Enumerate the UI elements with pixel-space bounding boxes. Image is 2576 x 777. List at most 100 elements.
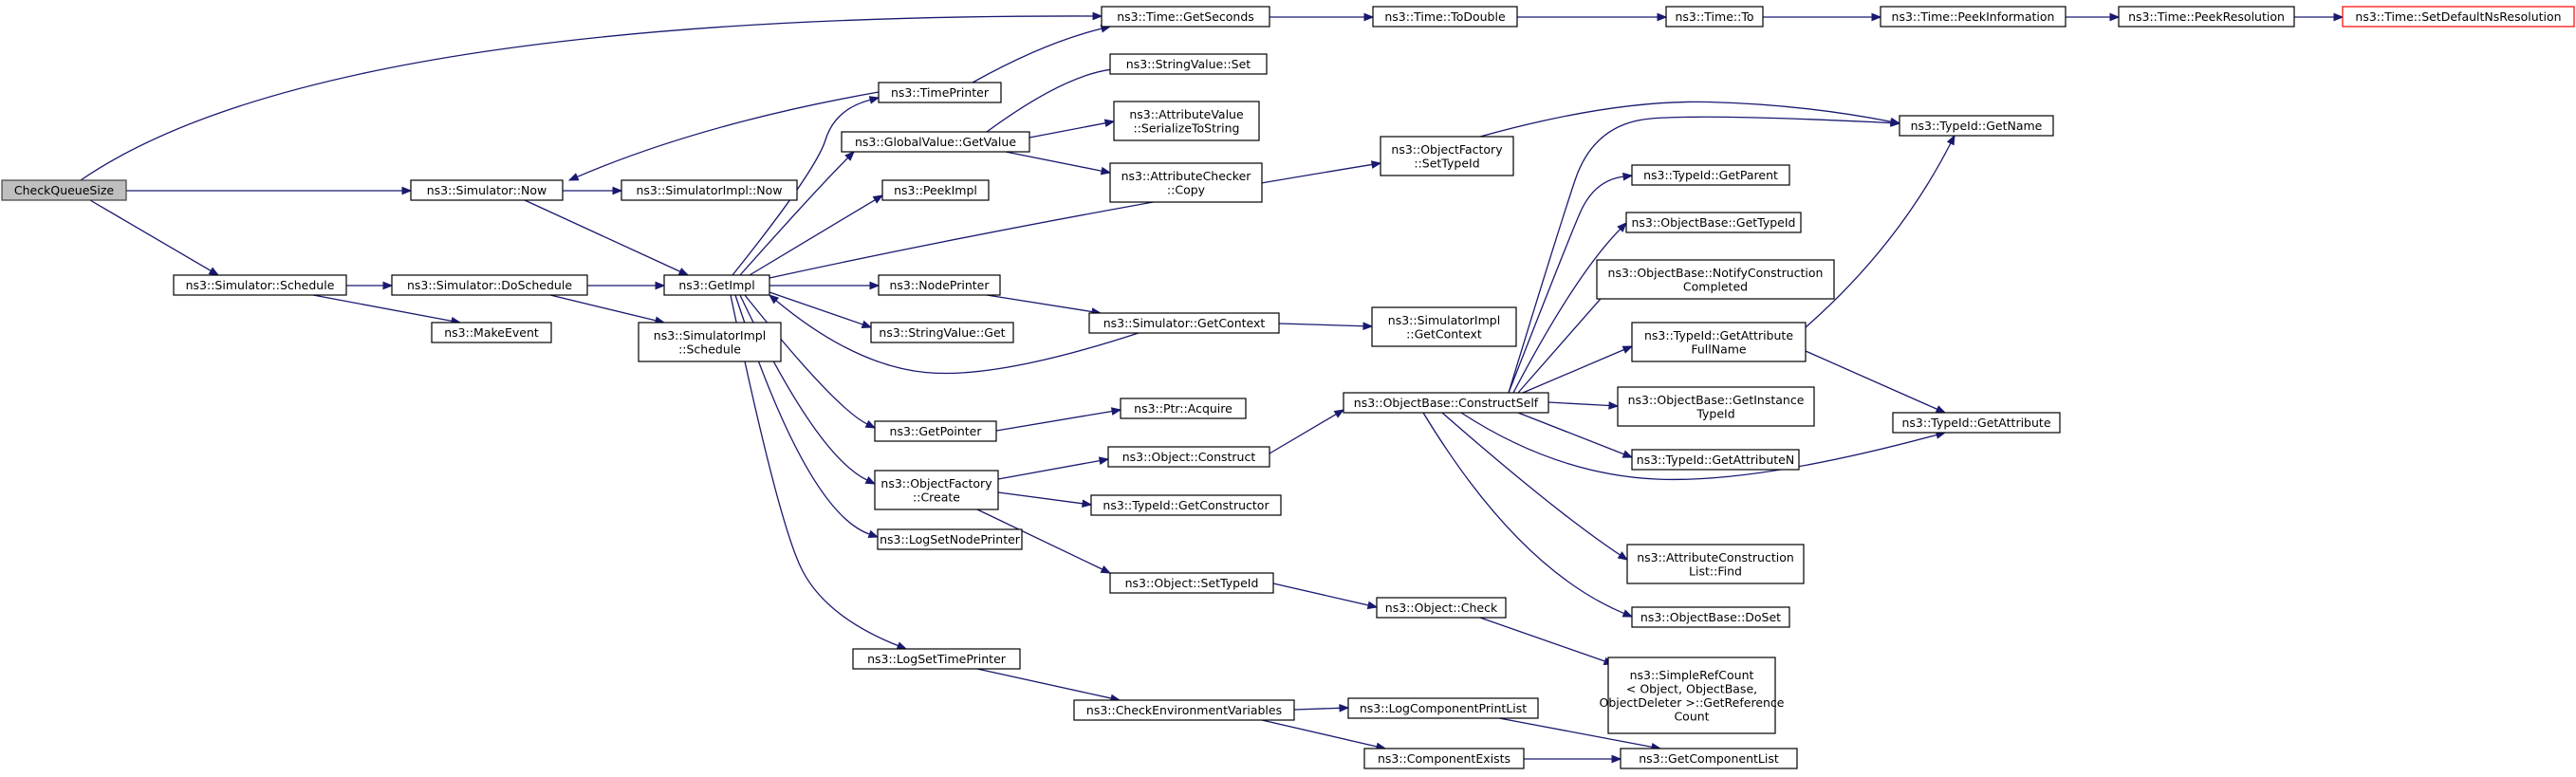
edge-globalvalue_getvalue-to-attributevalue_serializetostring bbox=[1029, 119, 1116, 139]
node-stringvalue-set[interactable]: ns3::StringValue::Set bbox=[1109, 53, 1268, 75]
node-label: TypeId bbox=[1696, 406, 1734, 420]
node-label: List::Find bbox=[1689, 564, 1742, 578]
node-label: ns3::Time::To bbox=[1676, 9, 1754, 24]
node-getcomponentlist[interactable]: ns3::GetComponentList bbox=[1620, 748, 1798, 769]
node-getimpl[interactable]: ns3::GetImpl bbox=[663, 274, 770, 296]
edge-checkqueuesize-to-simulator_now bbox=[126, 186, 413, 195]
node-makeevent[interactable]: ns3::MakeEvent bbox=[431, 322, 552, 343]
node-logsetnodeprinter[interactable]: ns3::LogSetNodePrinter bbox=[877, 528, 1023, 550]
node-label: ns3::ObjectBase::ConstructSelf bbox=[1354, 396, 1539, 410]
node-checkenvironmentvariables[interactable]: ns3::CheckEnvironmentVariables bbox=[1073, 699, 1295, 721]
node-attributechecker-copy[interactable]: ns3::AttributeChecker::Copy bbox=[1109, 162, 1263, 203]
edge-checkenvironmentvariables-to-logcomponentprintlist bbox=[1293, 703, 1350, 712]
node-label: ns3::MakeEvent bbox=[444, 325, 539, 340]
node-objectbase-gettypeid[interactable]: ns3::ObjectBase::GetTypeId bbox=[1625, 212, 1802, 233]
node-simulatorimpl-now[interactable]: ns3::SimulatorImpl::Now bbox=[621, 179, 798, 201]
node-label: ns3::Object::SetTypeId bbox=[1125, 576, 1259, 590]
edge-object_settypeid-to-object_check bbox=[1272, 583, 1379, 610]
edge-getimpl-to-nodeprinter bbox=[769, 281, 880, 290]
node-object-settypeid[interactable]: ns3::Object::SetTypeId bbox=[1109, 572, 1274, 594]
node-objectbase-doset[interactable]: ns3::ObjectBase::DoSet bbox=[1631, 606, 1790, 628]
node-label: ns3::TypeId::GetAttributeN bbox=[1637, 453, 1794, 467]
node-getpointer[interactable]: ns3::GetPointer bbox=[874, 420, 997, 442]
edge-getimpl-to-stringvalue_get bbox=[769, 291, 873, 328]
node-label: ns3::TypeId::GetName bbox=[1911, 119, 2043, 133]
node-nodeprinter[interactable]: ns3::NodePrinter bbox=[878, 274, 1001, 296]
node-simulatorimpl-schedule[interactable]: ns3::SimulatorImpl::Schedule bbox=[638, 322, 782, 362]
node-timeprinter[interactable]: ns3::TimePrinter bbox=[878, 82, 1002, 103]
node-time-todouble[interactable]: ns3::Time::ToDouble bbox=[1372, 6, 1518, 28]
node-ptr-acquire[interactable]: ns3::Ptr::Acquire bbox=[1120, 398, 1247, 419]
node-label: ns3::Time::SetDefaultNsResolution bbox=[2355, 9, 2561, 24]
node-label: ns3::TypeId::GetAttribute bbox=[1901, 416, 2050, 430]
edge-simulator_now-to-getimpl bbox=[524, 199, 690, 276]
node-typeid-getattribute[interactable]: ns3::TypeId::GetAttribute bbox=[1892, 412, 2061, 434]
node-time-to[interactable]: ns3::Time::To bbox=[1665, 6, 1764, 28]
node-simulatorimpl-getcontext[interactable]: ns3::SimulatorImpl::GetContext bbox=[1371, 306, 1517, 347]
node-label: ns3::Object::Check bbox=[1385, 601, 1498, 615]
node-globalvalue-getvalue[interactable]: ns3::GlobalValue::GetValue bbox=[841, 131, 1030, 153]
node-label: ns3::GlobalValue::GetValue bbox=[855, 135, 1016, 149]
node-logsettimeprinter[interactable]: ns3::LogSetTimePrinter bbox=[852, 648, 1021, 670]
node-label: CheckQueueSize bbox=[14, 183, 114, 197]
node-label: Count bbox=[1674, 709, 1709, 723]
node-label: ns3::ObjectBase::GetInstance bbox=[1628, 393, 1805, 407]
node-time-getseconds[interactable]: ns3::Time::GetSeconds bbox=[1101, 6, 1270, 28]
node-label: ns3::SimulatorImpl bbox=[654, 328, 766, 342]
node-objectbase-notifyconstructioncompleted[interactable]: ns3::ObjectBase::NotifyConstructionCompl… bbox=[1596, 259, 1835, 300]
node-label: ns3::LogSetNodePrinter bbox=[880, 532, 1021, 546]
node-simulator-doschedule[interactable]: ns3::Simulator::DoSchedule bbox=[391, 274, 588, 296]
node-label: ns3::PeekImpl bbox=[894, 183, 977, 197]
node-label: ::Schedule bbox=[678, 342, 741, 356]
node-simplerefcount-getreferencecount[interactable]: ns3::SimpleRefCount< Object, ObjectBase,… bbox=[1599, 657, 1785, 734]
node-componentexists[interactable]: ns3::ComponentExists bbox=[1363, 748, 1525, 769]
node-label: ns3::Time::PeekResolution bbox=[2128, 9, 2285, 24]
node-label: ns3::Time::ToDouble bbox=[1384, 9, 1506, 24]
node-peekimpl[interactable]: ns3::PeekImpl bbox=[881, 179, 990, 201]
edge-simulator_doschedule-to-simulatorimpl_schedule bbox=[549, 294, 666, 324]
node-label: ns3::TypeId::GetConstructor bbox=[1103, 498, 1269, 512]
node-stringvalue-get[interactable]: ns3::StringValue::Get bbox=[870, 322, 1014, 343]
node-label: ns3::GetImpl bbox=[678, 278, 754, 292]
node-label: ::GetContext bbox=[1406, 326, 1482, 341]
node-label: ns3::Simulator::Schedule bbox=[186, 278, 335, 292]
edge-checkqueuesize-to-simulator_schedule bbox=[89, 199, 220, 276]
edge-object_check-to-simplerefcount_getreferencecount bbox=[1479, 617, 1615, 665]
node-simulator-now[interactable]: ns3::Simulator::Now bbox=[410, 179, 564, 201]
node-objectbase-constructself[interactable]: ns3::ObjectBase::ConstructSelf bbox=[1343, 392, 1549, 414]
node-label: ns3::Ptr::Acquire bbox=[1134, 401, 1232, 416]
edge-timeprinter-to-simulator_now bbox=[567, 91, 880, 181]
node-object-construct[interactable]: ns3::Object::Construct bbox=[1107, 446, 1270, 468]
node-label: ns3::StringValue::Set bbox=[1126, 57, 1251, 71]
edge-objectbase_constructself-to-attributeconstructionlist_find bbox=[1441, 412, 1629, 561]
edge-objectfactory_create-to-object_construct bbox=[997, 456, 1110, 480]
node-objectfactory-settypeid[interactable]: ns3::ObjectFactory::SetTypeId bbox=[1380, 136, 1514, 176]
node-typeid-getparent[interactable]: ns3::TypeId::GetParent bbox=[1631, 164, 1790, 186]
node-label: ns3::AttributeValue bbox=[1129, 107, 1244, 121]
edge-simulator_getcontext-to-getimpl bbox=[768, 294, 1140, 375]
node-attributevalue-serializetostring[interactable]: ns3::AttributeValue::SerializeToString bbox=[1113, 101, 1260, 141]
edge-checkenvironmentvariables-to-componentexists bbox=[1261, 719, 1387, 751]
node-simulator-getcontext[interactable]: ns3::Simulator::GetContext bbox=[1088, 312, 1280, 334]
node-simulator-schedule[interactable]: ns3::Simulator::Schedule bbox=[173, 274, 347, 296]
node-typeid-getconstructor[interactable]: ns3::TypeId::GetConstructor bbox=[1090, 494, 1282, 516]
node-label: ns3::StringValue::Get bbox=[879, 325, 1005, 340]
node-objectfactory-create[interactable]: ns3::ObjectFactory::Create bbox=[874, 470, 999, 510]
edge-objectbase_constructself-to-objectbase_getinstancetypeid bbox=[1547, 401, 1620, 410]
edge-nodeprinter-to-simulator_getcontext bbox=[986, 294, 1103, 316]
node-time-peekresolution[interactable]: ns3::Time::PeekResolution bbox=[2118, 6, 2295, 28]
node-logcomponentprintlist[interactable]: ns3::LogComponentPrintList bbox=[1347, 697, 1539, 719]
node-object-check[interactable]: ns3::Object::Check bbox=[1376, 597, 1507, 619]
node-checkqueuesize[interactable]: CheckQueueSize bbox=[1, 179, 127, 201]
edge-checkqueuesize-to-time_getseconds bbox=[80, 11, 1103, 181]
node-typeid-getattributen[interactable]: ns3::TypeId::GetAttributeN bbox=[1631, 449, 1800, 471]
node-typeid-getname[interactable]: ns3::TypeId::GetName bbox=[1899, 115, 2054, 137]
edge-globalvalue_getvalue-to-stringvalue_set bbox=[986, 65, 1121, 133]
node-time-setdefaultnsresolution[interactable]: ns3::Time::SetDefaultNsResolution bbox=[2342, 6, 2575, 28]
node-time-peekinformation[interactable]: ns3::Time::PeekInformation bbox=[1880, 6, 2066, 28]
edge-getimpl-to-peekimpl bbox=[749, 194, 884, 276]
